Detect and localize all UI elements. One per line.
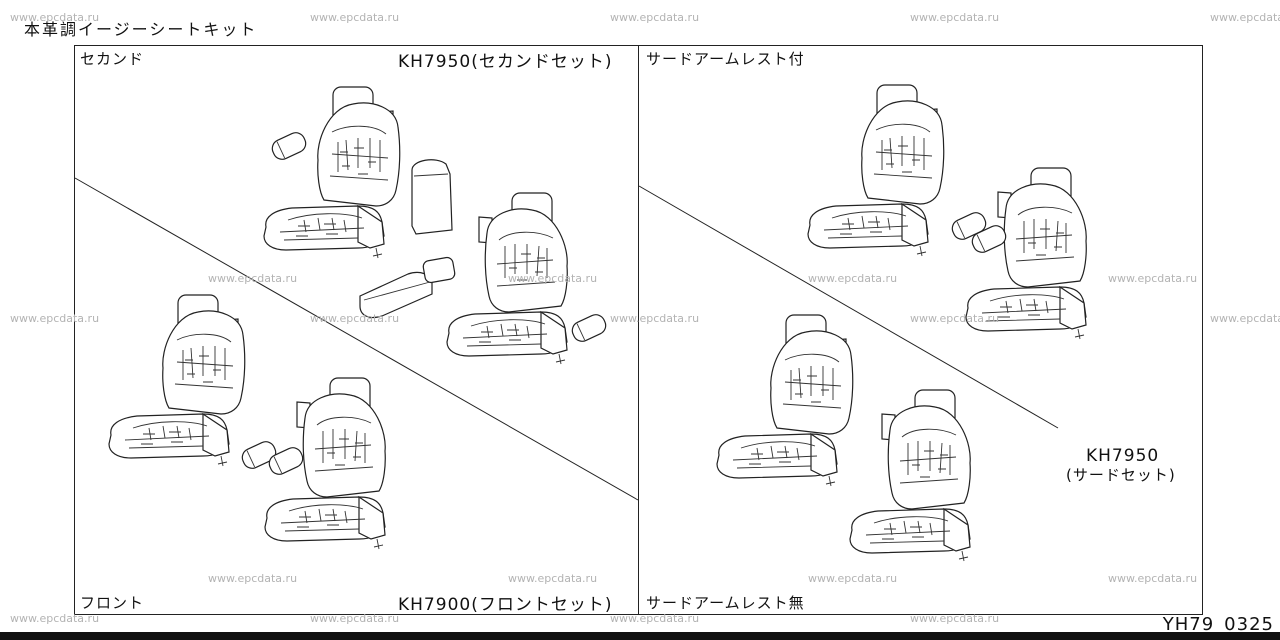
third-with-armrest-label: サードアームレスト付 xyxy=(646,50,805,68)
third-row-left-seat-no-armrest xyxy=(716,314,854,487)
watermark: www.epcdata.ru xyxy=(508,272,598,285)
third-row-right-seat-no-armrest xyxy=(849,389,971,562)
watermark: www.epcdata.ru xyxy=(1210,312,1280,325)
second-row-label: セカンド xyxy=(80,50,145,68)
watermark: www.epcdata.ru xyxy=(508,572,598,585)
document-id: YH79_0325 xyxy=(1162,614,1274,635)
page-title: 本革調イージーシートキット xyxy=(24,20,258,39)
third-set-name: (サードセット) xyxy=(1066,466,1176,484)
second-row-left-seat xyxy=(263,86,401,259)
watermark: www.epcdata.ru xyxy=(10,11,100,24)
watermark: www.epcdata.ru xyxy=(910,312,1000,325)
watermark: www.epcdata.ru xyxy=(10,312,100,325)
watermark: www.epcdata.ru xyxy=(610,312,700,325)
watermark: www.epcdata.ru xyxy=(10,612,100,625)
watermark: www.epcdata.ru xyxy=(208,272,298,285)
front-set-code: KH7900(フロントセット) xyxy=(398,595,613,615)
armrest-pad xyxy=(568,311,610,345)
watermark: www.epcdata.ru xyxy=(1108,272,1198,285)
third-row-left-seat xyxy=(807,84,945,257)
watermark: www.epcdata.ru xyxy=(910,11,1000,24)
panel-divider xyxy=(638,45,639,615)
watermark: www.epcdata.ru xyxy=(310,612,400,625)
second-set-code: KH7950(セカンドセット) xyxy=(398,52,613,72)
watermark: www.epcdata.ru xyxy=(808,572,898,585)
watermark: www.epcdata.ru xyxy=(208,572,298,585)
bottom-bar xyxy=(0,632,1280,640)
watermark: www.epcdata.ru xyxy=(910,612,1000,625)
watermark: www.epcdata.ru xyxy=(610,612,700,625)
front-left-seat xyxy=(108,294,246,467)
center-backrest-cover xyxy=(411,159,453,235)
front-row-label: フロント xyxy=(80,594,145,612)
watermark: www.epcdata.ru xyxy=(610,11,700,24)
center-headrest-cover xyxy=(422,256,456,284)
center-cushion-cover xyxy=(359,271,433,319)
watermark: www.epcdata.ru xyxy=(1210,11,1280,24)
watermark: www.epcdata.ru xyxy=(808,272,898,285)
watermark: www.epcdata.ru xyxy=(310,11,400,24)
armrest-pad xyxy=(268,129,310,163)
third-without-armrest-label: サードアームレスト無 xyxy=(646,594,805,612)
watermark: www.epcdata.ru xyxy=(1108,572,1198,585)
third-set-code: KH7950 xyxy=(1086,446,1160,466)
watermark: www.epcdata.ru xyxy=(310,312,400,325)
